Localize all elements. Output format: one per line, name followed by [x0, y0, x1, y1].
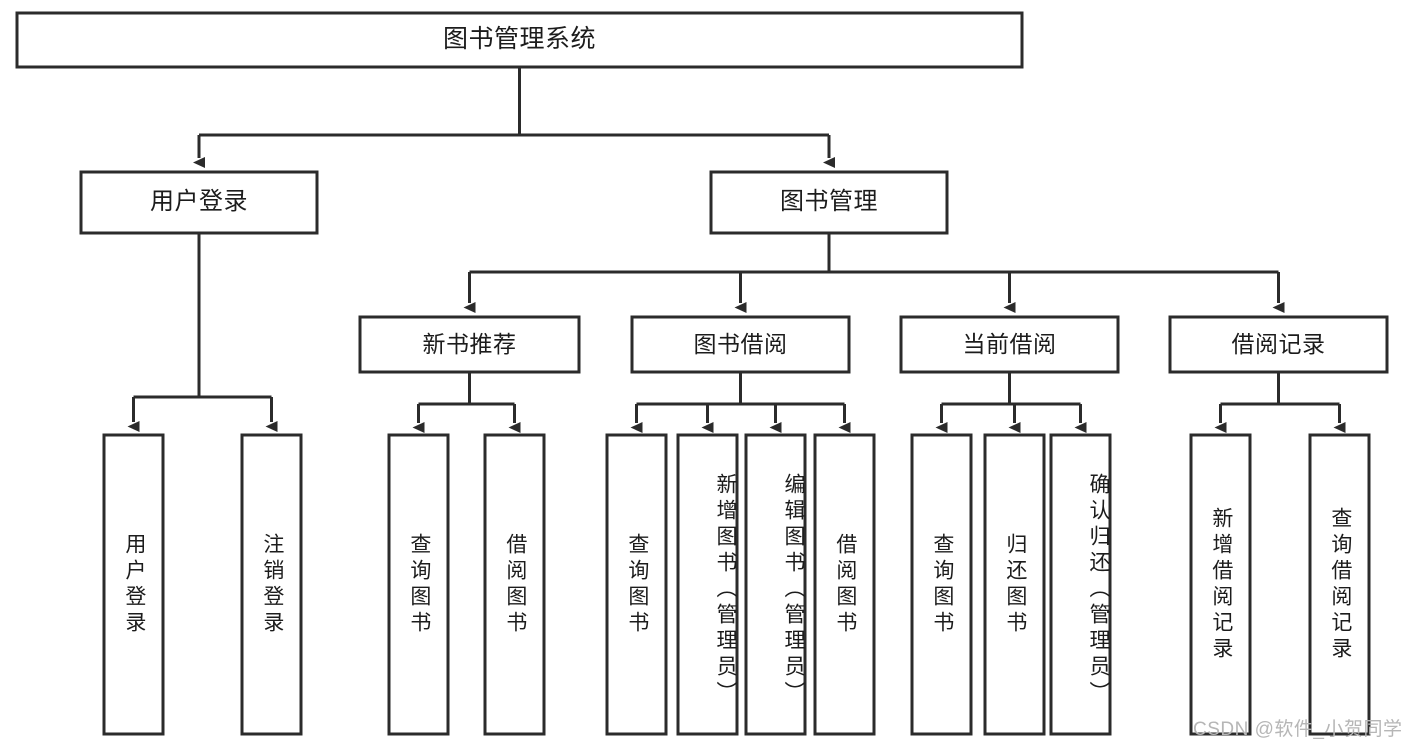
- node-box-book-manage[interactable]: [709, 170, 949, 235]
- node-box-borrow-record[interactable]: [1168, 315, 1389, 374]
- node-box-leaf-query-book-1[interactable]: [387, 433, 450, 736]
- node-box-user-login[interactable]: [79, 170, 319, 235]
- node-box-leaf-query-book-2[interactable]: [605, 433, 668, 736]
- connector-book-borrow-bus: [636, 372, 845, 406]
- node-box-leaf-borrow-book-1[interactable]: [483, 433, 546, 736]
- connector-user-login-bus: [133, 233, 272, 399]
- node-box-current-borrow[interactable]: [899, 315, 1120, 374]
- node-box-leaf-borrow-book-2[interactable]: [813, 433, 876, 736]
- connector-root-bus: [197, 67, 831, 150]
- node-box-leaf-query-book-3[interactable]: [910, 433, 973, 736]
- csdn-watermark: CSDN @软件_小贺同学: [1193, 719, 1403, 740]
- node-box-new-book-recommend[interactable]: [358, 315, 581, 374]
- node-box-leaf-logout[interactable]: [240, 433, 303, 736]
- node-box-leaf-return-book[interactable]: [983, 433, 1046, 736]
- connector-current-borrow-bus: [941, 372, 1081, 406]
- node-box-leaf-confirm-return[interactable]: [1049, 433, 1112, 736]
- node-box-book-borrow[interactable]: [630, 315, 851, 374]
- node-box-leaf-add-borrow-record[interactable]: [1189, 433, 1252, 736]
- node-box-leaf-query-borrow-record[interactable]: [1308, 433, 1371, 736]
- node-box-leaf-add-book[interactable]: [676, 433, 739, 736]
- node-box-root[interactable]: [15, 11, 1024, 69]
- node-box-leaf-user-login[interactable]: [102, 433, 165, 736]
- connector-borrow-record-bus: [1220, 372, 1340, 406]
- connector-book-manage-bus: [469, 233, 1279, 274]
- node-box-leaf-edit-book[interactable]: [744, 433, 807, 736]
- connector-new-book-recommend-bus: [418, 372, 515, 406]
